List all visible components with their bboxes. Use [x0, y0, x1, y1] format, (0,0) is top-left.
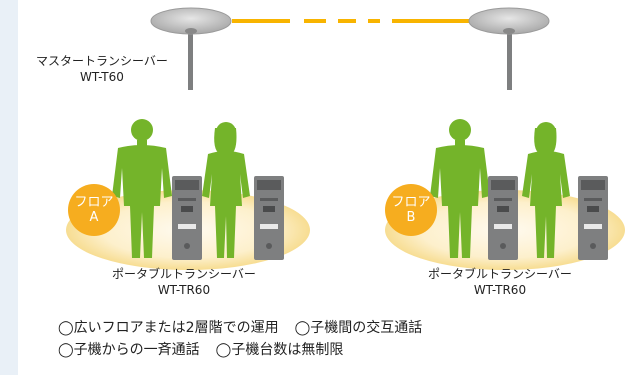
- master-transceiver-a: [150, 7, 232, 90]
- feature-item: ◯子機間の交互通話: [294, 320, 423, 336]
- floor-a-label: フロア: [74, 195, 114, 210]
- device-icon-a2: [254, 176, 284, 260]
- feature-row-1: ◯広いフロアまたは2層階での運用 ◯子機間の交互通話: [58, 317, 422, 339]
- device-icon-b1: [488, 176, 518, 260]
- portable-label-a: ポータブルトランシーバー WT-TR60: [112, 266, 256, 298]
- feature-item: ◯子機からの一斉通話: [58, 342, 200, 358]
- portable-label-b: ポータブルトランシーバー WT-TR60: [428, 266, 572, 298]
- floor-b-label: フロア: [391, 195, 431, 210]
- master-transceiver-label: マスタートランシーバー WT-T60: [36, 53, 168, 85]
- device-icon-a1: [172, 176, 202, 260]
- side-band: [0, 0, 18, 375]
- master-model: WT-T60: [79, 70, 124, 84]
- portable-a-name: ポータブルトランシーバー: [112, 267, 256, 281]
- master-name: マスタートランシーバー: [36, 54, 168, 68]
- feature-item: ◯子機台数は無制限: [215, 342, 344, 358]
- floor-b-letter: B: [406, 210, 416, 225]
- master-transceiver-b: [468, 7, 550, 90]
- device-icon-b2: [578, 176, 608, 260]
- portable-b-model: WT-TR60: [473, 283, 527, 297]
- feature-list: ◯広いフロアまたは2層階での運用 ◯子機間の交互通話 ◯子機からの一斉通話 ◯子機台…: [58, 317, 422, 361]
- portable-b-name: ポータブルトランシーバー: [428, 267, 572, 281]
- floor-badge-a: フロア A: [68, 184, 120, 236]
- floor-badge-b: フロア B: [385, 184, 437, 236]
- feature-row-2: ◯子機からの一斉通話 ◯子機台数は無制限: [58, 339, 422, 361]
- floor-a-letter: A: [89, 210, 99, 225]
- portable-a-model: WT-TR60: [157, 283, 211, 297]
- feature-item: ◯広いフロアまたは2層階での運用: [58, 320, 279, 336]
